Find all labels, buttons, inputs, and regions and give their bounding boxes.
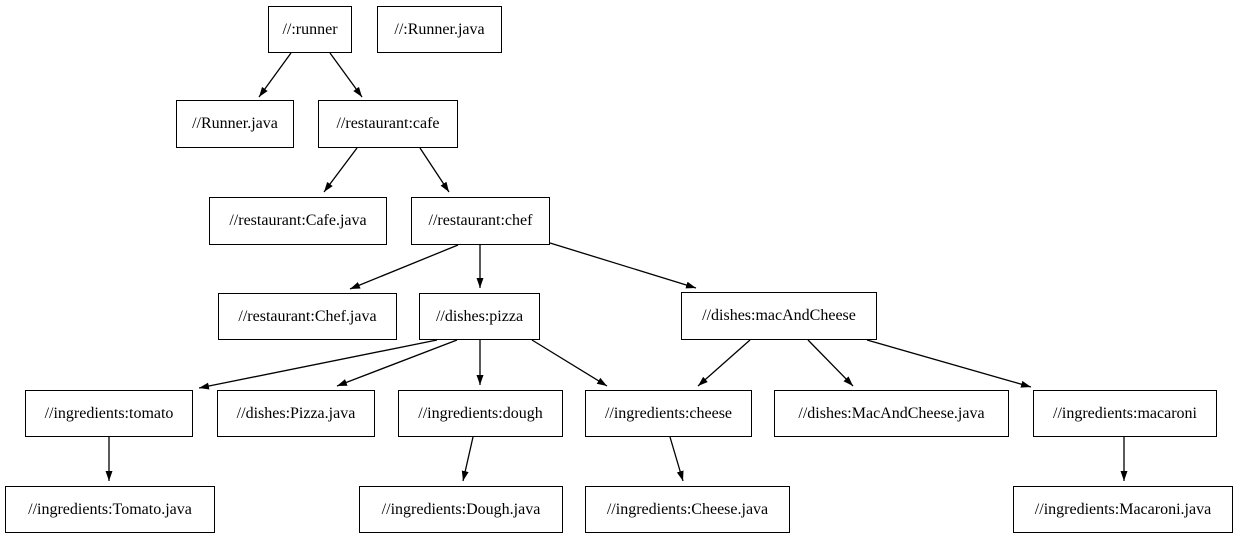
edge-mac-and-cheese-to-mac-and-cheese-java: [807, 339, 854, 387]
edge-chef-to-chef-java: [349, 244, 459, 290]
graph-node-tomato-java: //ingredients:Tomato.java: [5, 486, 215, 533]
graph-node-cafe: //restaurant:cafe: [318, 100, 458, 148]
edge-runner-to-cafe: [329, 52, 363, 98]
graph-node-pizza: //dishes:pizza: [419, 293, 540, 340]
graph-node-mac-and-cheese: //dishes:macAndCheese: [681, 292, 877, 340]
edge-pizza-to-cheese: [531, 339, 608, 387]
graph-node-dough-java: //ingredients:Dough.java: [359, 486, 563, 533]
edge-dough-to-dough-java: [461, 436, 474, 482]
edge-cafe-to-cafe-java: [323, 147, 358, 193]
graph-node-cafe-java: //restaurant:Cafe.java: [209, 197, 387, 245]
edge-pizza-to-pizza-java: [336, 339, 458, 387]
edge-mac-and-cheese-to-cheese: [697, 339, 751, 387]
graph-node-cheese-java: //ingredients:Cheese.java: [585, 486, 790, 533]
graph-node-dough: //ingredients:dough: [398, 390, 563, 437]
graph-node-cheese: //ingredients:cheese: [585, 390, 752, 437]
edge-cheese-to-cheese-java: [669, 436, 684, 482]
graph-node-macaroni-java: //ingredients:Macaroni.java: [1013, 486, 1233, 533]
graph-node-macaroni: //ingredients:macaroni: [1033, 390, 1217, 437]
edge-mac-and-cheese-to-macaroni: [866, 339, 1032, 388]
graph-node-chef-java: //restaurant:Chef.java: [218, 293, 397, 340]
graph-node-pizza-java: //dishes:Pizza.java: [217, 390, 375, 437]
graph-node-runner: //:runner: [268, 6, 352, 53]
edge-cafe-to-chef: [419, 147, 450, 193]
edge-runner-to-runner-java: [258, 52, 292, 98]
graph-node-runner-java-target: //:Runner.java: [377, 6, 502, 53]
graph-node-mac-and-cheese-java: //dishes:MacAndCheese.java: [774, 390, 1009, 437]
graph-node-runner-java: //Runner.java: [176, 100, 294, 148]
graph-node-tomato: //ingredients:tomato: [25, 390, 193, 437]
graph-node-chef: //restaurant:chef: [411, 197, 550, 245]
edge-pizza-to-tomato: [198, 339, 438, 390]
edge-chef-to-mac-and-cheese: [549, 242, 697, 289]
